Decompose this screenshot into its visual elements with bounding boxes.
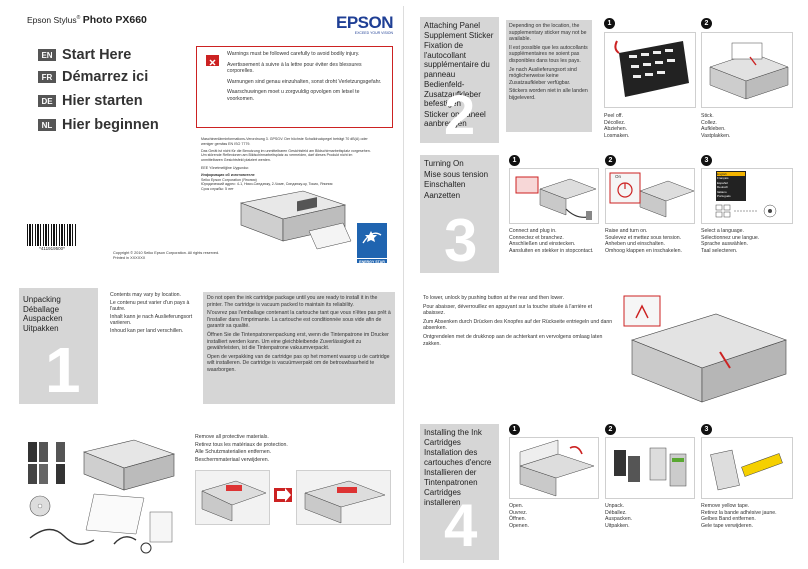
epson-logo: EPSON EXCEED YOUR VISION (336, 13, 394, 35)
remove-materials-image-1 (195, 470, 270, 525)
step-circle-1: 1 (509, 424, 520, 435)
peel-sticker-image (604, 32, 696, 108)
step-number-2: 2 (444, 83, 476, 146)
product-name: Epson Stylus® Photo PX660 (27, 14, 147, 26)
remove-materials-image-2 (296, 470, 391, 525)
step3-tape-text: Remove yellow tape. Retirez la bande adh… (701, 503, 777, 529)
sticker-titles: Attaching Panel Supplement Sticker Fixat… (424, 21, 494, 128)
lang-row-de: DE Hier starten (38, 93, 143, 109)
step1-peel-text: Peel off. Décollez. Abziehen. Losmaken. (604, 113, 630, 139)
unpacking-titles: Unpacking Déballage Auspacken Uitpakken (23, 295, 63, 333)
step-circle-2: 2 (605, 155, 616, 166)
copyright: Copyright © 2010 Seiko Epson Corporation… (113, 251, 220, 260)
lang-row-en: EN Start Here (38, 47, 131, 63)
step-circle-3: 3 (701, 424, 712, 435)
start-title-de: Hier starten (62, 93, 143, 109)
arrow-right-icon (274, 488, 292, 502)
lang-code-de: DE (38, 95, 56, 107)
lcd-language-list: English Français Español Deutsch Italian… (717, 172, 745, 198)
unpacking-contents-note: Contents may vary by location. Le conten… (110, 292, 193, 334)
warning-icon (206, 55, 219, 66)
lower-panel-image (616, 290, 794, 414)
lang-row-fr: FR Démarrez ici (38, 69, 148, 85)
step2-raise-text: Raise and turn on. Soulevez et mettez so… (605, 228, 682, 254)
step-circle-2: 2 (605, 424, 616, 435)
turning-on-number-panel: Turning On Mise sous tension Einschalten… (420, 155, 499, 273)
turning-on-titles: Turning On Mise sous tension Einschalten… (424, 159, 489, 200)
lang-code-nl: NL (38, 119, 56, 131)
printer-illustration (233, 185, 353, 253)
warning-box: Warnings must be followed carefully to a… (196, 46, 393, 128)
sticker-note-panel: Depending on the location, the supplemen… (506, 20, 592, 132)
open-scanner-image (509, 437, 599, 499)
step-number-3: 3 (444, 207, 478, 274)
step1-connect-text: Connect and plug in. Connectez et branch… (509, 228, 594, 254)
installing-number-panel: Installing the Ink Cartridges Installati… (420, 424, 499, 560)
unpack-cartridge-image (605, 437, 695, 499)
cartridge-note-panel: Do not open the ink cartridge package un… (203, 292, 395, 404)
start-title-fr: Démarrez ici (62, 69, 149, 85)
step1-open-text: Open. Ouvrez. Öffnen. Openen. (509, 503, 529, 529)
step3-language-text: Select a language. Sélectionnez une lang… (701, 228, 760, 254)
step-circle-3: 3 (701, 155, 712, 166)
step-number-4: 4 (444, 492, 478, 559)
step2-stick-text: Stick. Collez. Aufkleben. Vastplakken. (701, 113, 731, 139)
center-divider (403, 6, 404, 563)
connect-power-image (509, 168, 599, 224)
sticker-number-panel: Attaching Panel Supplement Sticker Fixat… (420, 17, 499, 143)
lang-row-nl: NL Hier beginnen (38, 117, 159, 133)
barcode: *411919500* (27, 224, 77, 254)
step-circle-1: 1 (604, 18, 615, 29)
select-language-image: English Français Español Deutsch Italian… (701, 168, 793, 224)
legal-text: Maschinenlärminformations-Verordnung 3. … (201, 137, 371, 192)
energy-star-logo: ENERGY STAR (357, 223, 387, 264)
unpacking-number-panel: Unpacking Déballage Auspacken Uitpakken … (19, 288, 98, 404)
warning-line-fr: Avertissement à suivre à la lettre pour … (227, 61, 362, 75)
warning-line-de: Warnungen sind genau einzuhalten, sonst … (227, 78, 382, 85)
step-circle-1: 1 (509, 155, 520, 166)
lcd-screen: English Français Español Deutsch Italian… (716, 171, 746, 201)
start-title-nl: Hier beginnen (62, 117, 159, 133)
lower-panel-text: To lower, unlock by pushing button at th… (423, 295, 613, 347)
start-title-en: Start Here (62, 47, 132, 63)
step-number-1: 1 (45, 334, 81, 406)
raise-power-on-image: On (605, 168, 695, 224)
remove-yellow-tape-image (701, 437, 793, 499)
installing-titles: Installing the Ink Cartridges Installati… (424, 428, 492, 507)
warning-line-nl: Waarschuwingen moet u zorgvuldig opvolge… (227, 89, 360, 102)
warning-line-en: Warnings must be followed carefully to a… (227, 51, 360, 57)
remove-materials-text: Remove all protective materials. Retirez… (195, 434, 288, 463)
stick-sticker-image (701, 32, 793, 108)
lang-code-fr: FR (38, 71, 56, 83)
step-circle-2: 2 (701, 18, 712, 29)
power-on-label: On (615, 174, 622, 179)
lang-code-en: EN (38, 49, 56, 61)
step2-unpack-text: Unpack. Déballez. Auspacken. Uitpakken. (605, 503, 633, 529)
box-contents-illustration (24, 434, 184, 556)
